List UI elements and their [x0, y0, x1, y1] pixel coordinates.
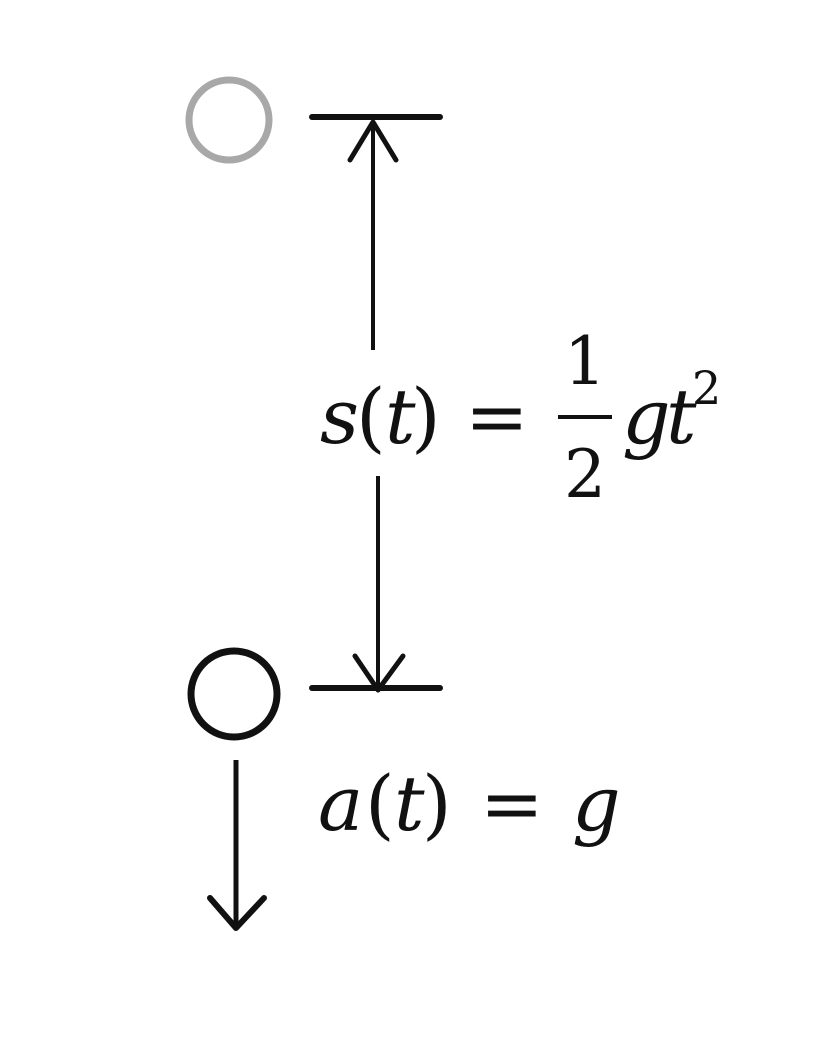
- acceleration-arrowhead: [207, 895, 267, 931]
- dimension-arrowhead-up: [347, 119, 399, 163]
- formula-s-open-paren: (: [356, 372, 386, 461]
- displacement-formula: s ( t ) = 1 2 g t 2: [320, 323, 721, 513]
- formula-s-t: t: [385, 372, 416, 461]
- formula-a-g: g: [572, 759, 621, 848]
- current-ball-position: [187, 647, 281, 741]
- formula-t: t: [666, 372, 697, 461]
- fraction-denominator: 2: [564, 436, 606, 513]
- formula-a-equals: =: [480, 759, 544, 848]
- fraction-numerator: 1: [564, 323, 606, 400]
- formula-a-open-paren: (: [365, 759, 395, 848]
- formula-exponent: 2: [692, 361, 721, 415]
- formula-s-close-paren: ): [411, 372, 441, 461]
- formula-a-t: t: [394, 759, 425, 848]
- formula-s-equals: =: [465, 372, 529, 461]
- formula-a-close-paren: ): [422, 759, 452, 848]
- formula-s: s: [320, 372, 359, 461]
- initial-ball-position: [185, 76, 273, 164]
- formula-g: g: [622, 372, 671, 461]
- acceleration-formula: a ( t ) = g: [318, 759, 621, 848]
- formula-a: a: [318, 759, 363, 848]
